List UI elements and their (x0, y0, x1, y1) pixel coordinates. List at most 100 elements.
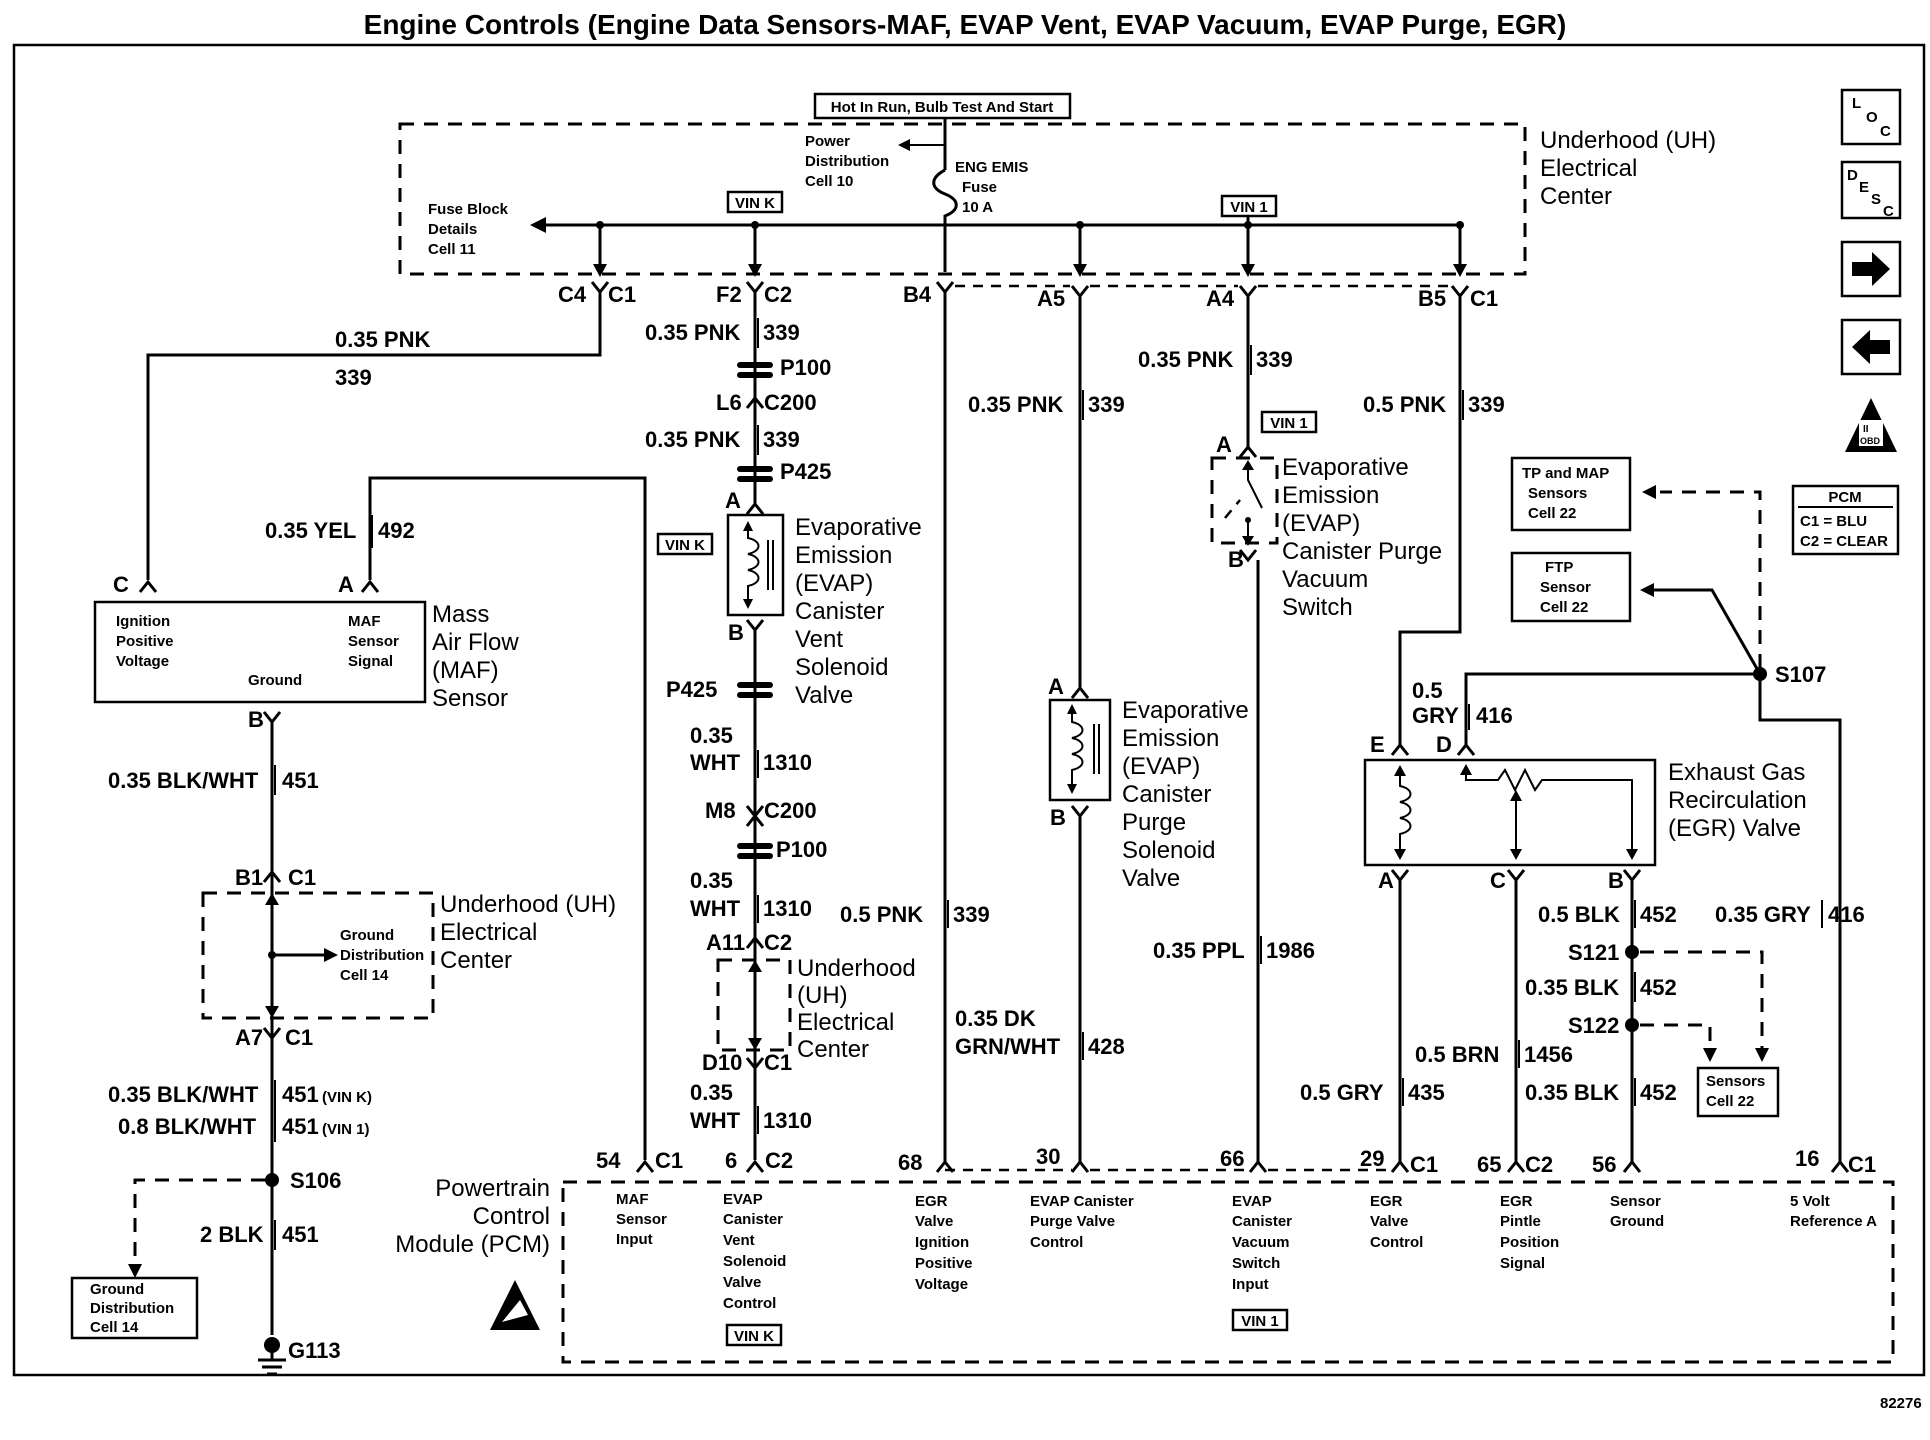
bwk-note: (VIN K) (322, 1089, 372, 1106)
prev-page-icon[interactable] (1840, 318, 1902, 376)
vacsw-label-5: Vacuum (1282, 566, 1368, 593)
pcm-pin-54: 54 (596, 1148, 621, 1173)
conn-a4: A4 (1206, 286, 1235, 311)
pcm-pin-56: 56 (1592, 1152, 1616, 1177)
svg-text:Sensor: Sensor (1610, 1193, 1661, 1210)
uhl-b1: B1 (235, 865, 263, 890)
p425b-label: P425 (666, 677, 717, 702)
desc-icon[interactable]: D E S C (1840, 160, 1902, 220)
pcm-pin-66: 66 (1220, 1146, 1244, 1171)
pcm-function-egr-ign: EGR Valve Ignition Positive Voltage (915, 1193, 973, 1293)
maf-pin-b: B (248, 707, 264, 732)
pcm-legend-box (1791, 484, 1900, 556)
conn-a5: A5 (1037, 286, 1065, 311)
purge-solenoid-coil (1071, 708, 1084, 790)
purge-label-5: Purge (1122, 809, 1186, 836)
egr-pin-e: E (1370, 732, 1385, 757)
uh-center-top-label-3: Center (1540, 183, 1612, 210)
maf-name-1: Mass (432, 601, 489, 628)
vacsw-pin-a: A (1216, 432, 1232, 457)
vin-k-pcm: VIN K (734, 1328, 774, 1345)
uhl-gd-1: Ground (340, 927, 394, 944)
gry416-g1: 0.5 (1412, 678, 1443, 703)
conn-c2-a: C2 (764, 282, 792, 307)
fuse-symbol (932, 168, 958, 225)
wire3-gauge: 0.35 PNK (645, 427, 740, 452)
ftp-3: Cell 22 (1540, 599, 1588, 616)
ftp-2: Sensor (1540, 579, 1591, 596)
svg-text:Valve: Valve (1370, 1213, 1408, 1230)
l6-label: L6 (716, 390, 742, 415)
pcm-pin-16-conn: C1 (1848, 1152, 1876, 1177)
blk452b-gauge: 0.35 BLK (1525, 975, 1619, 1000)
gry416-circ: 416 (1476, 703, 1513, 728)
wire-416-5v-ref (1758, 674, 1842, 1162)
svg-text:EVAP: EVAP (723, 1191, 763, 1208)
uh-center-top-box (398, 122, 1527, 276)
fuse-block-label-2: Details (428, 221, 477, 238)
svg-text:Ground: Ground (1610, 1213, 1664, 1230)
vin-k-top: VIN K (735, 195, 775, 212)
wire2-gauge: 0.35 PNK (645, 320, 740, 345)
obd-ii-icon[interactable]: II OBD (1845, 398, 1897, 452)
egr-pin-b: B (1608, 868, 1624, 893)
bwk-gauge: 0.35 BLK/WHT (108, 1082, 259, 1107)
brn-gauge: 0.5 BRN (1415, 1042, 1499, 1067)
vent-label-5: Vent (795, 626, 843, 653)
fuse-label-3: 10 A (962, 199, 993, 216)
power-dist-label-1: Power (805, 133, 850, 150)
svg-text:C: C (1883, 203, 1894, 220)
pcm-pin-16: 16 (1795, 1146, 1819, 1171)
svg-text:Input: Input (1232, 1276, 1269, 1293)
fuse-label-1: ENG EMIS (955, 159, 1028, 176)
purge-label-1: Evaporative (1122, 697, 1249, 724)
vacsw-box (1210, 456, 1279, 545)
vent-label-4: Canister (795, 598, 884, 625)
wht2-g1: 0.35 (690, 868, 733, 893)
p100a-label: P100 (780, 355, 831, 380)
s122-label: S122 (1568, 1013, 1619, 1038)
wht3-g1: 0.35 (690, 1080, 733, 1105)
pcm-function-pintle: EGR Pintle Position Signal (1500, 1193, 1559, 1272)
pcm-legend-title: PCM (1828, 489, 1861, 506)
pcm-function-purge: EVAP Canister Purge Valve Control (1030, 1193, 1134, 1251)
loc-icon[interactable]: L O C (1840, 88, 1902, 146)
ftp-1: FTP (1545, 559, 1573, 576)
svg-text:S: S (1871, 191, 1881, 208)
pcm-function-vent: EVAP Canister Vent Solenoid Valve Contro… (723, 1191, 786, 1312)
svg-text:Pintle: Pintle (1500, 1213, 1541, 1230)
sensors-cell-1: Sensors (1706, 1073, 1765, 1090)
wire5-gauge: 0.35 PNK (1138, 347, 1233, 372)
vent-pin-b: B (728, 620, 744, 645)
svg-text:Control: Control (1370, 1234, 1423, 1251)
pcm-pin-29-conn: C1 (1410, 1152, 1438, 1177)
hot-label: Hot In Run, Bulb Test And Start (831, 99, 1053, 116)
splice-s106 (265, 1173, 279, 1187)
fuse-block-label-3: Cell 11 (428, 241, 476, 258)
dkgrn-circ: 428 (1088, 1034, 1125, 1059)
bw1-note: (VIN 1) (322, 1121, 370, 1138)
vent-solenoid-box (726, 513, 785, 617)
svg-text:Canister: Canister (1232, 1213, 1292, 1230)
bw-circuit: 451 (282, 768, 319, 793)
svg-text:O: O (1866, 109, 1878, 126)
bw-gauge: 0.35 BLK/WHT (108, 768, 259, 793)
ground-dist-2: Distribution (90, 1300, 174, 1317)
vacsw-label-1: Evaporative (1282, 454, 1409, 481)
svg-text:Valve: Valve (723, 1274, 761, 1291)
svg-text:OBD: OBD (1860, 436, 1881, 446)
next-page-icon[interactable] (1840, 240, 1902, 298)
sensors-cell-box (1696, 1066, 1780, 1118)
blk2-circuit: 451 (282, 1222, 319, 1247)
pcm-box (561, 1180, 1895, 1364)
gry416b-gauge: 0.35 GRY (1715, 902, 1811, 927)
egr-valve-box (1363, 758, 1657, 867)
wire3-circuit: 339 (763, 427, 800, 452)
maf-ign-1: Ignition (116, 613, 170, 630)
uhm-c2: C2 (764, 930, 792, 955)
tp-map-2: Sensors (1528, 485, 1587, 502)
maf-ign-2: Positive (116, 633, 174, 650)
svg-text:Valve: Valve (915, 1213, 953, 1230)
pcm-pin-30: 30 (1036, 1144, 1060, 1169)
